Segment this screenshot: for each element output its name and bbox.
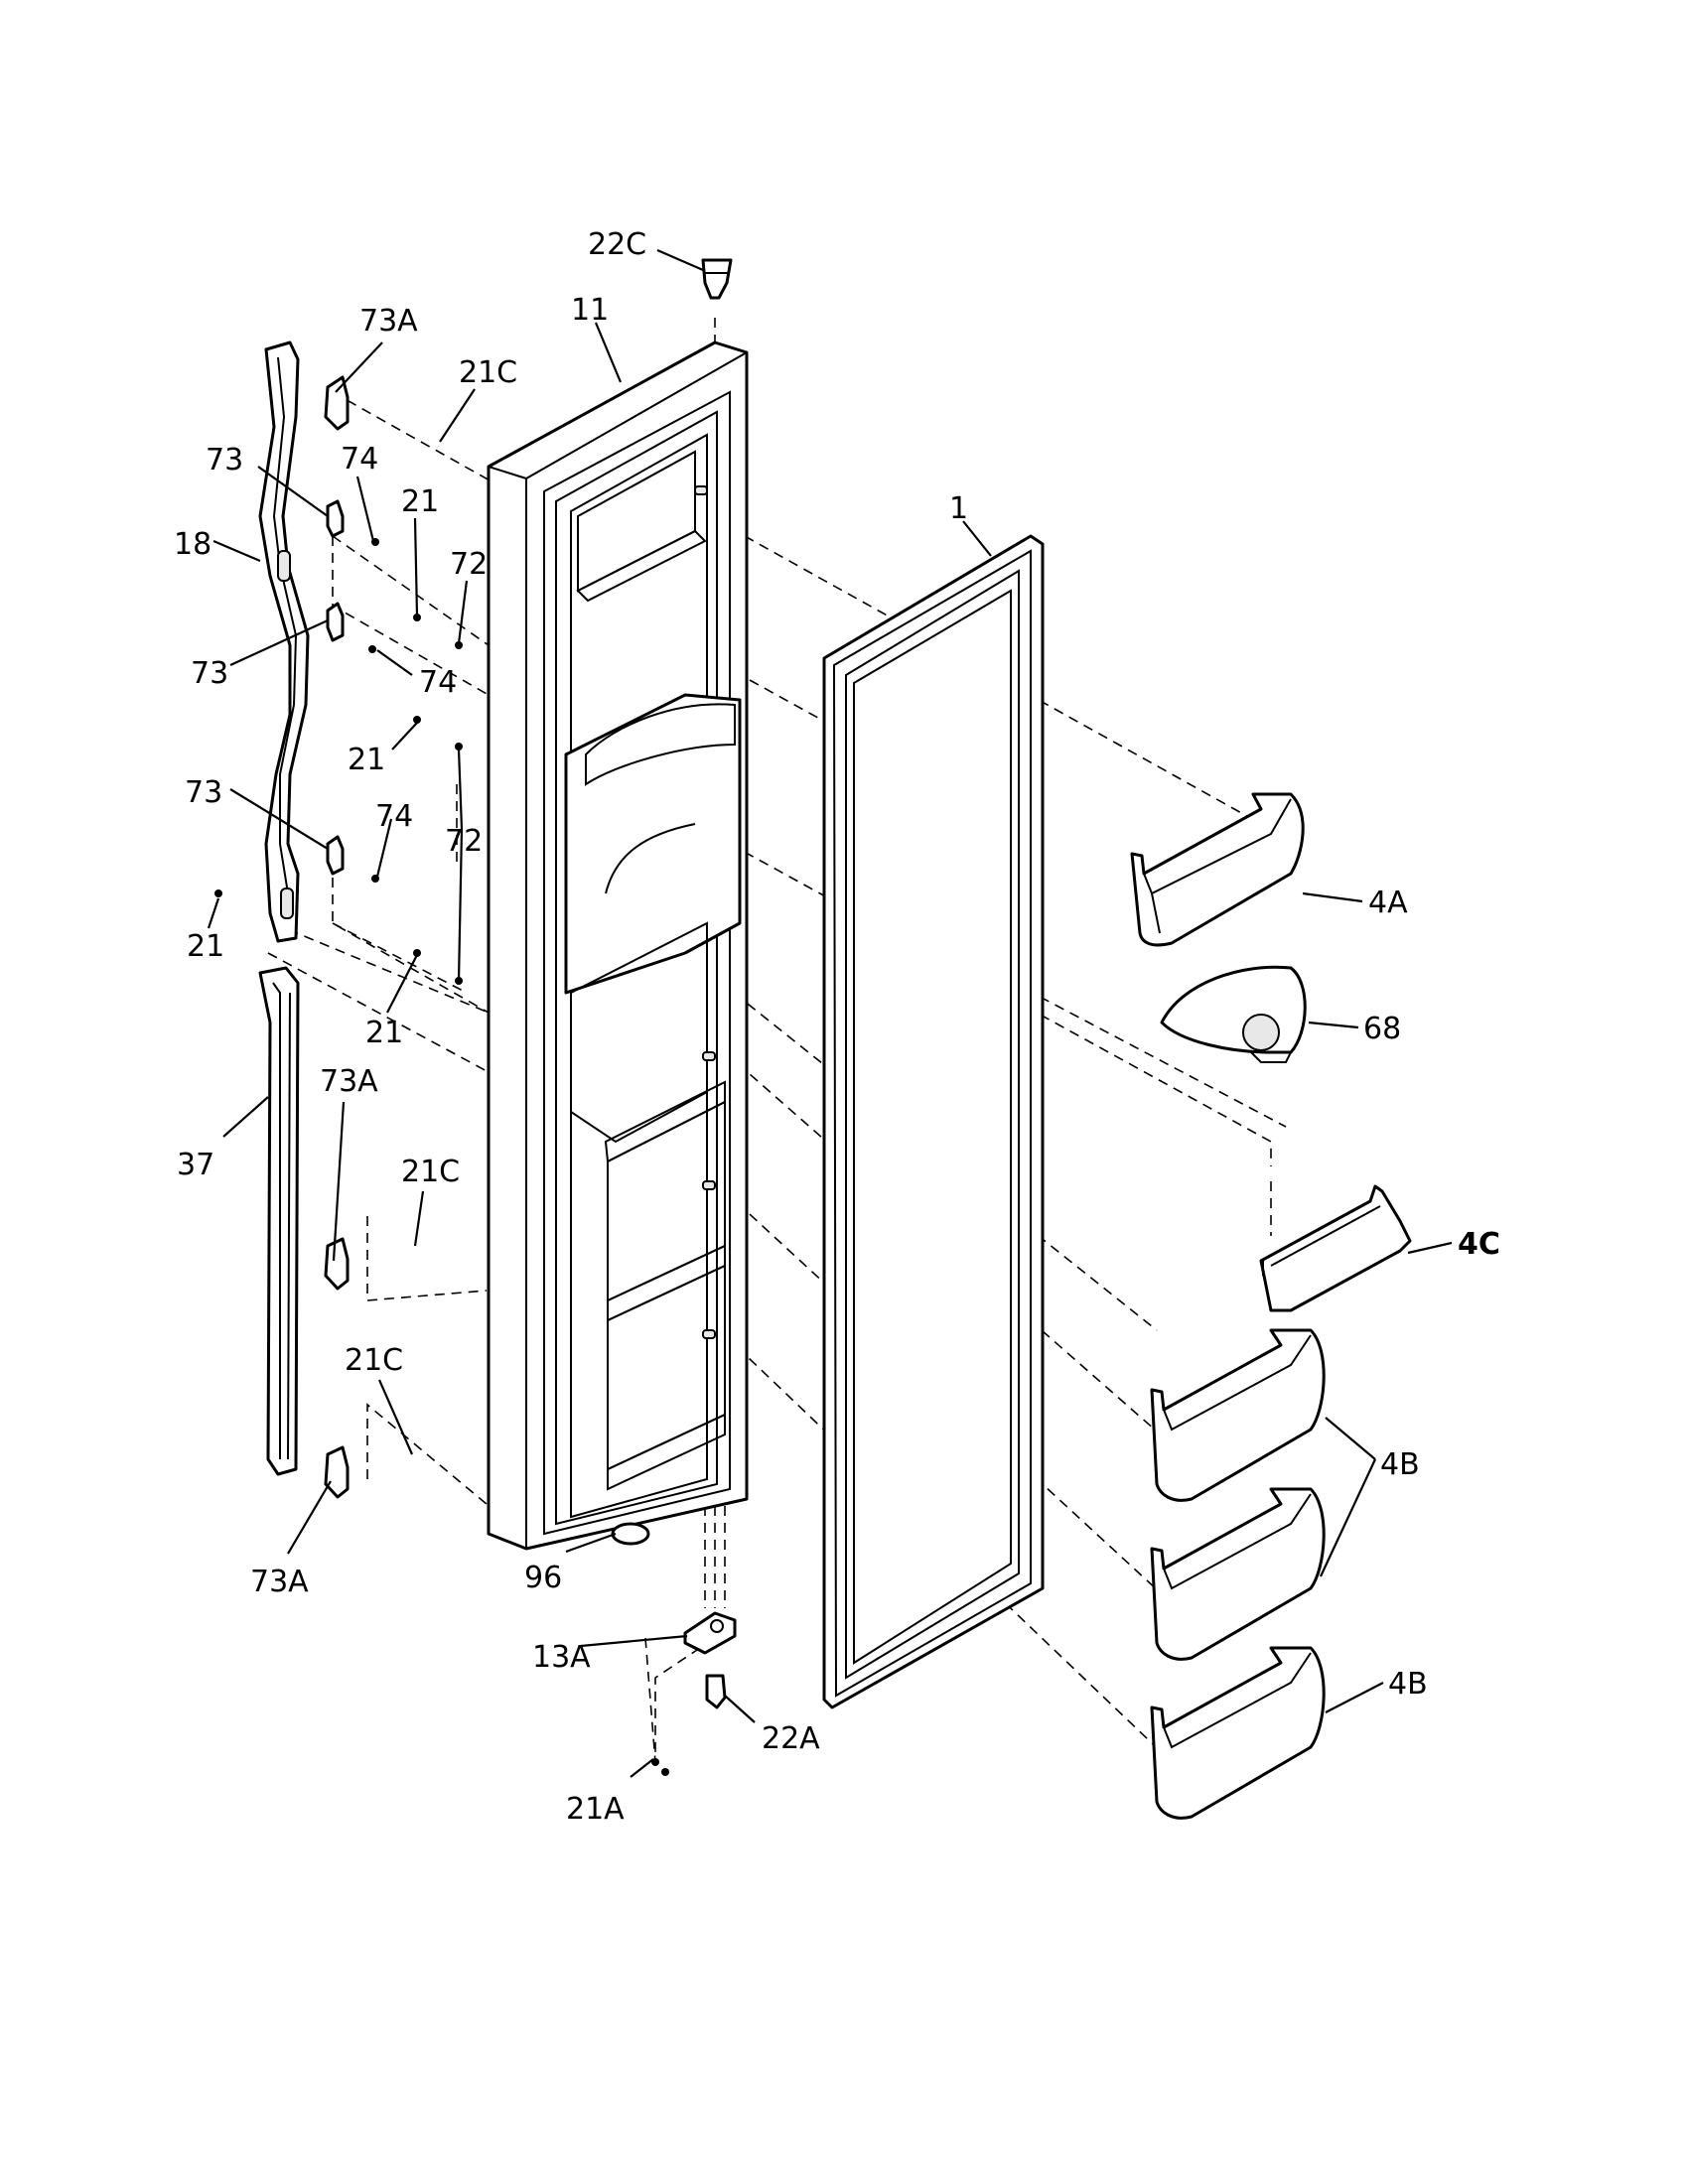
label-4A: 4A bbox=[1368, 886, 1408, 920]
clip-73-1 bbox=[326, 499, 345, 538]
clip-73-2 bbox=[326, 602, 345, 642]
screw-21-3 bbox=[214, 889, 222, 897]
hinge-pin-22A bbox=[705, 1674, 727, 1709]
screw-74-2 bbox=[368, 645, 376, 653]
door-handle-upper bbox=[258, 341, 310, 943]
clip-73-3 bbox=[326, 835, 345, 876]
label-21C-low: 21C bbox=[345, 1343, 403, 1378]
label-72-2: 72 bbox=[445, 824, 483, 859]
label-21C-top: 21C bbox=[459, 355, 517, 390]
door-gasket bbox=[822, 534, 1045, 1709]
label-4B-1: 4B bbox=[1380, 1447, 1420, 1482]
fasteners bbox=[214, 538, 669, 1776]
bottom-parts bbox=[611, 1522, 737, 1709]
label-73A-mid: 73A bbox=[320, 1064, 378, 1099]
plug-96 bbox=[611, 1522, 650, 1546]
label-96: 96 bbox=[524, 1561, 562, 1595]
plug-72-1 bbox=[455, 641, 463, 649]
label-73A-top: 73A bbox=[359, 304, 418, 339]
ice-chute-68 bbox=[1160, 965, 1307, 1063]
label-37: 37 bbox=[177, 1148, 214, 1182]
callout-labels: 22C 11 73A 21C 73 74 21 72 18 73 74 21 7… bbox=[174, 227, 1500, 1827]
door-trim-lower bbox=[258, 966, 300, 1476]
label-21-2: 21 bbox=[348, 743, 385, 777]
label-74-1: 74 bbox=[341, 442, 378, 477]
label-22A: 22A bbox=[762, 1721, 820, 1756]
label-11: 11 bbox=[571, 293, 609, 328]
label-74-3: 74 bbox=[375, 799, 413, 834]
label-18: 18 bbox=[174, 527, 211, 562]
door-outer-panel bbox=[487, 341, 749, 1551]
label-21-4: 21 bbox=[365, 1016, 403, 1050]
screw-21-1 bbox=[413, 614, 421, 621]
label-73-3: 73 bbox=[185, 775, 222, 810]
label-68: 68 bbox=[1363, 1012, 1401, 1046]
screw-21-2 bbox=[413, 716, 421, 724]
door-bin-4A bbox=[1130, 792, 1305, 947]
label-21-1: 21 bbox=[401, 484, 439, 519]
clips bbox=[324, 375, 350, 1499]
door-bin-4B-2 bbox=[1150, 1487, 1326, 1661]
screw-21-4 bbox=[413, 949, 421, 957]
label-21-3: 21 bbox=[187, 929, 224, 964]
hinge-13A bbox=[683, 1611, 737, 1655]
door-bin-4C bbox=[1259, 1184, 1412, 1312]
label-1: 1 bbox=[949, 491, 968, 526]
label-13A: 13A bbox=[532, 1640, 591, 1675]
plug-72-2 bbox=[455, 743, 463, 751]
leader-lines bbox=[207, 248, 1453, 1778]
clip-73A-low bbox=[324, 1445, 350, 1499]
screw-21A-2 bbox=[661, 1768, 669, 1776]
clip-73A-mid bbox=[324, 1237, 350, 1291]
label-73-2: 73 bbox=[191, 656, 228, 691]
alignment-lines bbox=[267, 318, 1287, 1763]
label-21A: 21A bbox=[566, 1792, 625, 1827]
label-4C: 4C bbox=[1458, 1227, 1500, 1262]
label-22C: 22C bbox=[588, 227, 646, 262]
label-21C-mid: 21C bbox=[401, 1155, 460, 1189]
door-bin-4B-3 bbox=[1150, 1646, 1326, 1820]
label-72-1: 72 bbox=[450, 547, 488, 582]
label-73-1: 73 bbox=[206, 443, 243, 478]
label-4B-2: 4B bbox=[1388, 1667, 1428, 1702]
door-bin-4B-1 bbox=[1150, 1328, 1326, 1502]
hinge-cap-22C bbox=[701, 258, 733, 300]
label-74-2: 74 bbox=[419, 665, 457, 700]
clip-73A-top bbox=[324, 375, 350, 431]
label-73A-low: 73A bbox=[250, 1565, 309, 1599]
